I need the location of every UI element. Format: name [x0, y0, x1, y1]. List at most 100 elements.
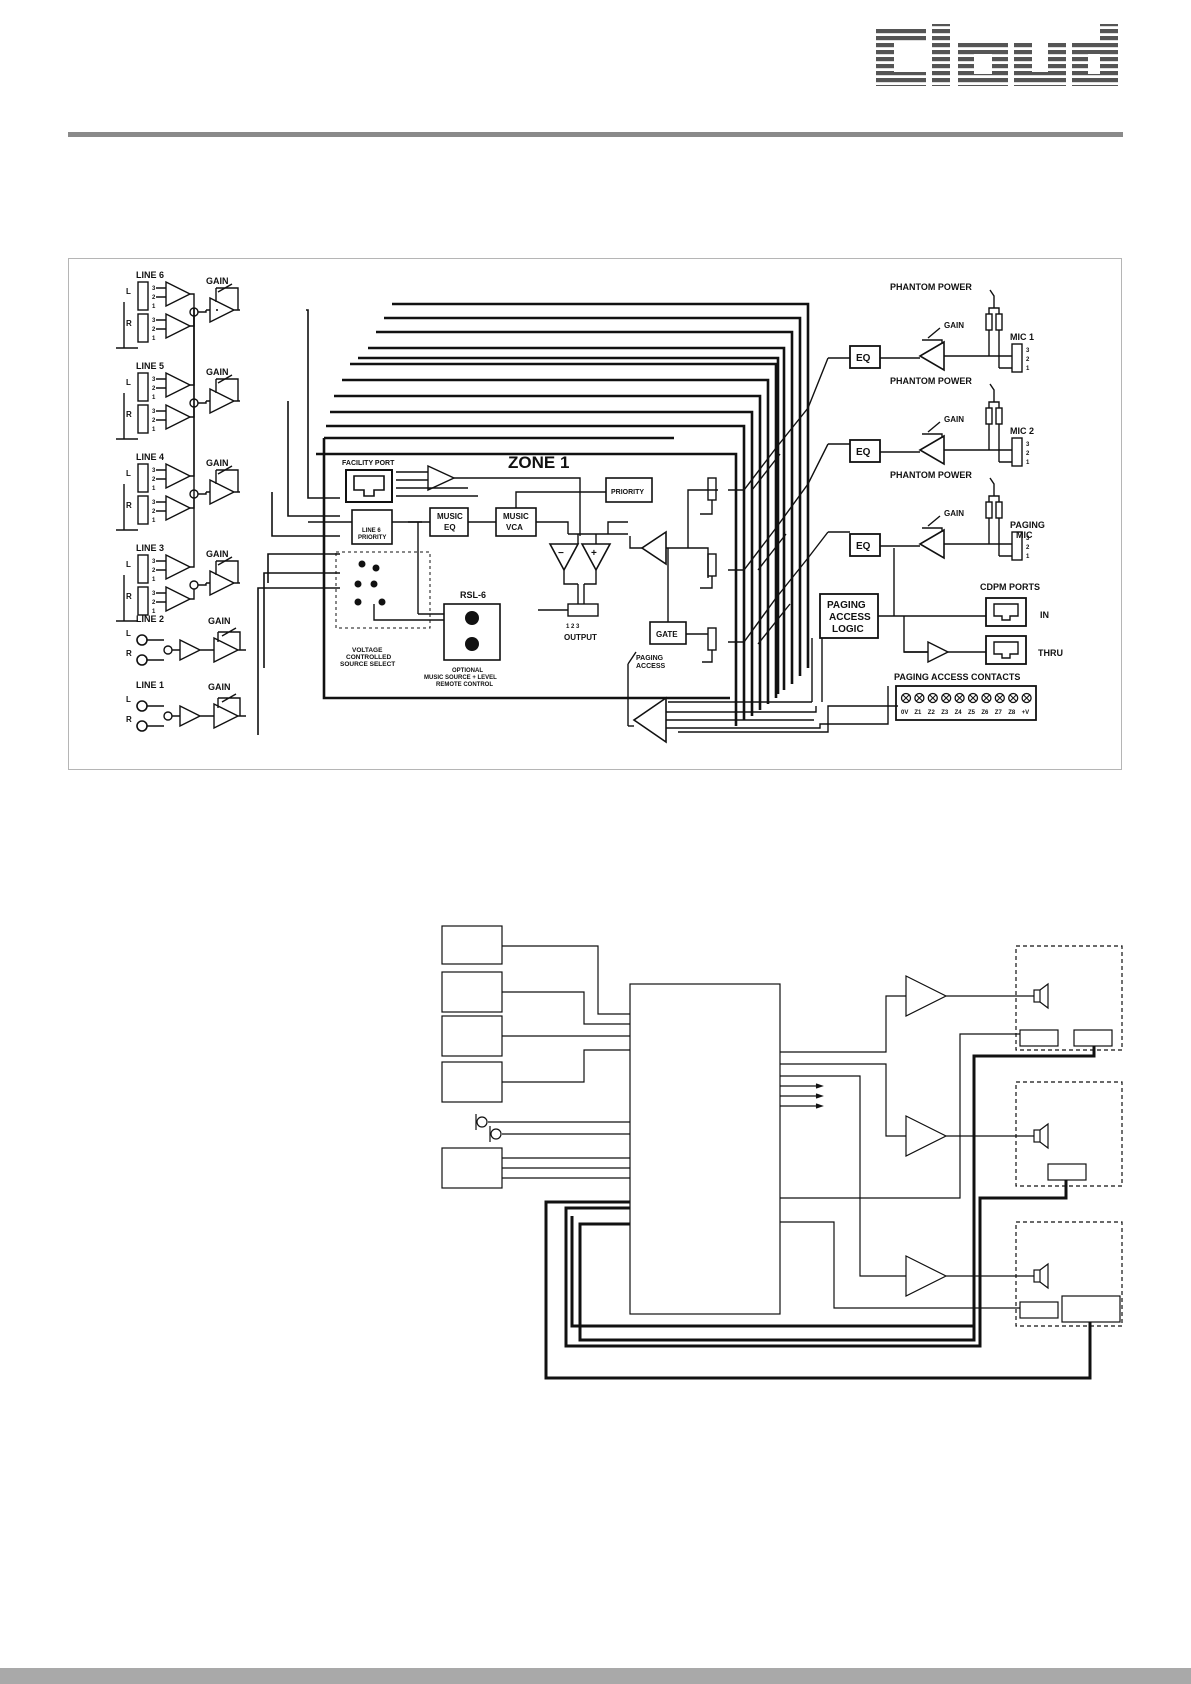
contact-terminal — [1021, 692, 1032, 704]
rsl6-knob-level — [465, 637, 479, 651]
zone-3-panel-b — [1061, 1295, 1121, 1323]
pin-number: 2 — [1026, 357, 1030, 363]
xlr-connector — [137, 313, 149, 343]
mic-input-label: MIC 1 — [1010, 332, 1034, 342]
pin-number: 3 — [152, 377, 156, 383]
contact-terminal — [994, 692, 1005, 704]
xlr-connector — [137, 404, 149, 434]
cdpm-port-thru — [985, 635, 1027, 665]
gain-label: GAIN — [206, 276, 229, 286]
contact-terminal — [954, 692, 965, 704]
pin-number: 2 — [152, 386, 156, 392]
contact-label: Z4 — [955, 710, 963, 716]
source-box-5 — [441, 1147, 503, 1189]
cdpm-thru-label: THRU — [1038, 648, 1063, 658]
pin-number: 1 — [1026, 460, 1030, 466]
channel-right-label: R — [126, 649, 132, 658]
pin-number: 1 — [1026, 554, 1030, 560]
block-diagram-frame — [68, 258, 1122, 770]
speaker-icon — [1033, 1122, 1049, 1150]
rsl6-caption-2: MUSIC SOURCE + LEVEL — [424, 675, 497, 681]
mic-input-label: PAGING — [1010, 520, 1045, 530]
music-eq-label-1: MUSIC — [437, 512, 463, 521]
mic-xlr-connector — [1011, 437, 1023, 467]
mic-gain-label: GAIN — [944, 509, 964, 518]
pin-number: 3 — [152, 468, 156, 474]
zone-1-panel-b — [1073, 1029, 1113, 1047]
phantom-power-label: PHANTOM POWER — [890, 470, 972, 480]
source-box-1 — [441, 925, 503, 965]
rsl6-caption-1: OPTIONAL — [452, 668, 483, 674]
pin-number: 3 — [152, 559, 156, 565]
pin-number: 1 — [152, 304, 156, 310]
mic-gain-label: GAIN — [944, 321, 964, 330]
system-diagram — [441, 925, 1123, 1380]
channel-right-label: R — [126, 410, 132, 419]
line6-priority-label-1: LINE 6 — [362, 528, 381, 534]
header-rule — [68, 132, 1123, 137]
cdpm-port-in — [985, 597, 1027, 627]
mic-xlr-connector — [1011, 343, 1023, 373]
speaker-icon — [1033, 982, 1049, 1010]
pin-number: 1 — [152, 486, 156, 492]
contact-terminal — [1008, 692, 1019, 704]
amplifier-zone-3 — [905, 1255, 948, 1297]
gain-label: GAIN — [208, 616, 231, 626]
phantom-power-label: PHANTOM POWER — [890, 376, 972, 386]
mic-xlr-connector — [1011, 531, 1023, 561]
channel-left-label: L — [126, 560, 131, 569]
gain-label: GAIN — [206, 549, 229, 559]
zone-enclosure-1 — [1015, 945, 1123, 1051]
rca-jack-right — [136, 720, 148, 732]
pin-number: 3 — [152, 500, 156, 506]
rca-jack-left — [136, 634, 148, 646]
contact-label: Z7 — [995, 710, 1003, 716]
gain-label: GAIN — [208, 682, 231, 692]
zone-enclosure-2 — [1015, 1081, 1123, 1187]
output-label: OUTPUT — [564, 633, 597, 642]
facility-port-label: FACILITY PORT — [342, 460, 395, 467]
mic-eq-label: EQ — [856, 353, 871, 364]
contact-label: Z2 — [928, 710, 936, 716]
contact-label: Z3 — [941, 710, 949, 716]
gain-label: GAIN — [206, 458, 229, 468]
line-input-label: LINE 6 — [136, 270, 164, 280]
output-connector — [567, 603, 599, 617]
contact-terminal — [927, 692, 938, 704]
paging-contacts-block — [895, 685, 1037, 721]
zone-title: ZONE 1 — [508, 453, 569, 472]
pin-number: 3 — [152, 318, 156, 324]
pin-number: 2 — [152, 327, 156, 333]
gate-label: GATE — [656, 630, 678, 639]
contact-terminal — [900, 692, 912, 704]
pin-number: 3 — [1026, 442, 1030, 448]
mic-gain-label: GAIN — [944, 415, 964, 424]
channel-left-label: L — [126, 629, 131, 638]
pin-number: 3 — [1026, 536, 1030, 542]
zone-enclosure-3 — [1015, 1221, 1123, 1327]
pin-number: 3 — [152, 591, 156, 597]
contact-label: 0V — [901, 710, 908, 716]
cdpm-ports-label: CDPM PORTS — [980, 582, 1040, 592]
contact-label: Z5 — [968, 710, 976, 716]
pin-number: 2 — [152, 295, 156, 301]
rsl6-knob-source — [465, 611, 479, 625]
source-box-3 — [441, 1015, 503, 1057]
channel-right-label: R — [126, 319, 132, 328]
mic-eq-block — [849, 345, 881, 369]
source-select-label-3: SOURCE SELECT — [340, 661, 395, 668]
xlr-connector — [137, 586, 149, 616]
rsl6-label: RSL-6 — [460, 590, 486, 600]
xlr-connector — [137, 495, 149, 525]
music-vca-label-2: VCA — [506, 523, 523, 532]
source-select-label-1: VOLTAGE — [352, 647, 383, 654]
facility-port — [345, 469, 393, 503]
